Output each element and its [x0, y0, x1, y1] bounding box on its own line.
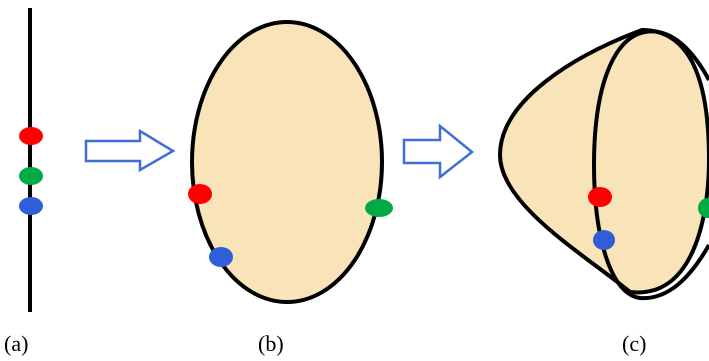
red-point-c: [588, 187, 612, 207]
ellipse-shape: [190, 20, 384, 304]
panel-b-graphic: [188, 20, 393, 304]
cone-surface: [498, 28, 709, 295]
cone-rim-ellipse: [591, 29, 709, 301]
panel-label-c: (c): [622, 331, 647, 356]
right-arrow-icon-2: [402, 123, 475, 180]
panel-label-a: (a): [4, 331, 29, 356]
right-arrow-icon-1: [84, 128, 176, 173]
green-point-a: [19, 167, 43, 185]
blue-point-b: [209, 247, 233, 267]
blue-point-a: [19, 197, 43, 215]
panel-label-b: (b): [258, 331, 284, 356]
panel-c-graphic: [498, 28, 709, 301]
panel-a-graphic: [19, 8, 43, 312]
green-point-c: [698, 198, 709, 218]
blue-point-c: [593, 230, 615, 250]
red-point-b: [188, 184, 212, 204]
green-point-b: [365, 199, 393, 217]
red-point-a: [19, 127, 43, 145]
